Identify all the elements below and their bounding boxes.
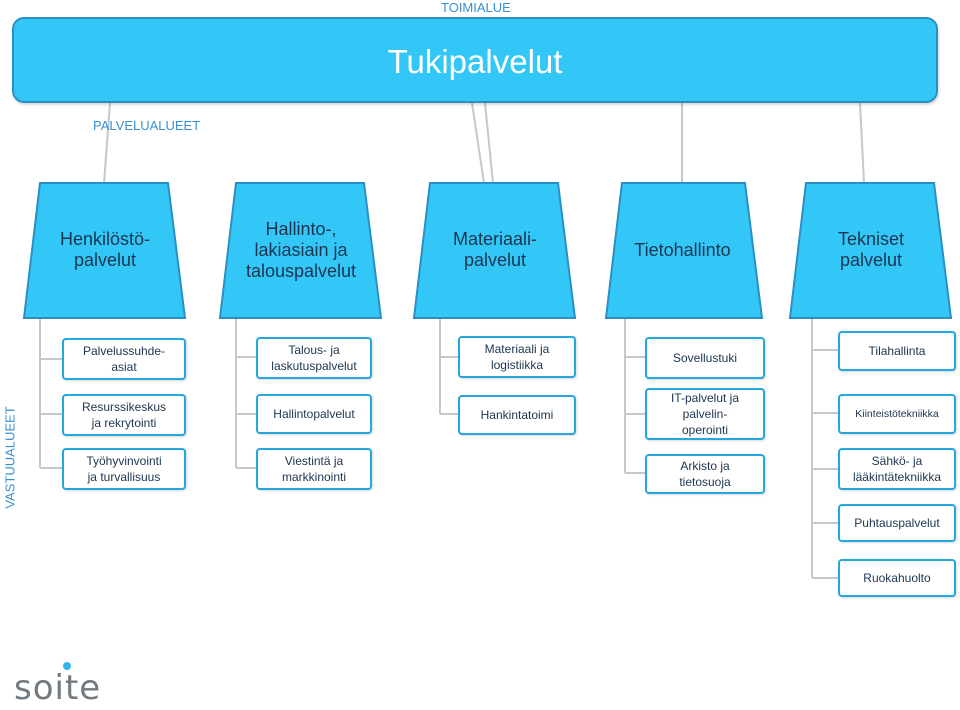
- resp-box-hankintatoimi: Hankintatoimi: [458, 395, 576, 435]
- resp-box-it-palvelut: IT-palvelut ja palvelin- operointi: [645, 388, 765, 440]
- resp-box-viestinta: Viestintä ja markkinointi: [256, 448, 372, 490]
- service-area-2-label: Hallinto-, lakiasiain ja talouspalvelut: [245, 218, 357, 281]
- service-area-5-label: Tekniset palvelut: [837, 229, 905, 270]
- resp-box-palvelussuhdeasiat: Palvelussuhde- asiat: [62, 338, 186, 380]
- toimialue-label: TOIMIALUE: [441, 0, 511, 15]
- resp-box-talous: Talous- ja laskutuspalvelut: [256, 337, 372, 379]
- soite-logo: soite: [14, 668, 102, 708]
- resp-box-sovellustuki: Sovellustuki: [645, 337, 765, 379]
- resp-box-puhtauspalvelut: Puhtauspalvelut: [838, 504, 956, 542]
- toimialue-box: Tukipalvelut: [12, 17, 938, 103]
- resp-box-resurssikeskus: Resurssikeskus ja rekrytointi: [62, 394, 186, 436]
- service-area-3-label: Materiaali- palvelut: [452, 229, 538, 270]
- palvelualueet-label: PALVELUALUEET: [93, 118, 201, 133]
- resp-box-kiinteistotekniikka: Kiinteistötekniikka: [838, 394, 956, 434]
- resp-box-hallintopalvelut: Hallintopalvelut: [256, 394, 372, 434]
- toimialue-title: Tukipalvelut: [387, 43, 563, 80]
- resp-box-materiaali-logistiikka: Materiaali ja logistiikka: [458, 336, 576, 378]
- service-area-4-label: Tietohallinto: [634, 239, 731, 260]
- service-area-shape-1: [22, 182, 187, 319]
- resp-box-tyohyvinvointi: Työhyvinvointi ja turvallisuus: [62, 448, 186, 490]
- service-area-shape-3: [412, 182, 577, 319]
- logo-dot-icon: [63, 662, 71, 670]
- service-area-shape-4: [604, 182, 764, 319]
- service-area-1-label: Henkilöstö- palvelut: [59, 229, 151, 270]
- resp-box-tilahallinta: Tilahallinta: [838, 331, 956, 371]
- service-area-shape-5: [788, 182, 953, 319]
- service-area-shape-2: [218, 182, 383, 319]
- resp-box-arkisto: Arkisto ja tietosuoja: [645, 454, 765, 494]
- resp-box-sahko: Sähkö- ja lääkintätekniikka: [838, 448, 956, 490]
- vastuualueet-label: VASTUUALUEET: [2, 406, 18, 509]
- resp-box-ruokahuolto: Ruokahuolto: [838, 559, 956, 597]
